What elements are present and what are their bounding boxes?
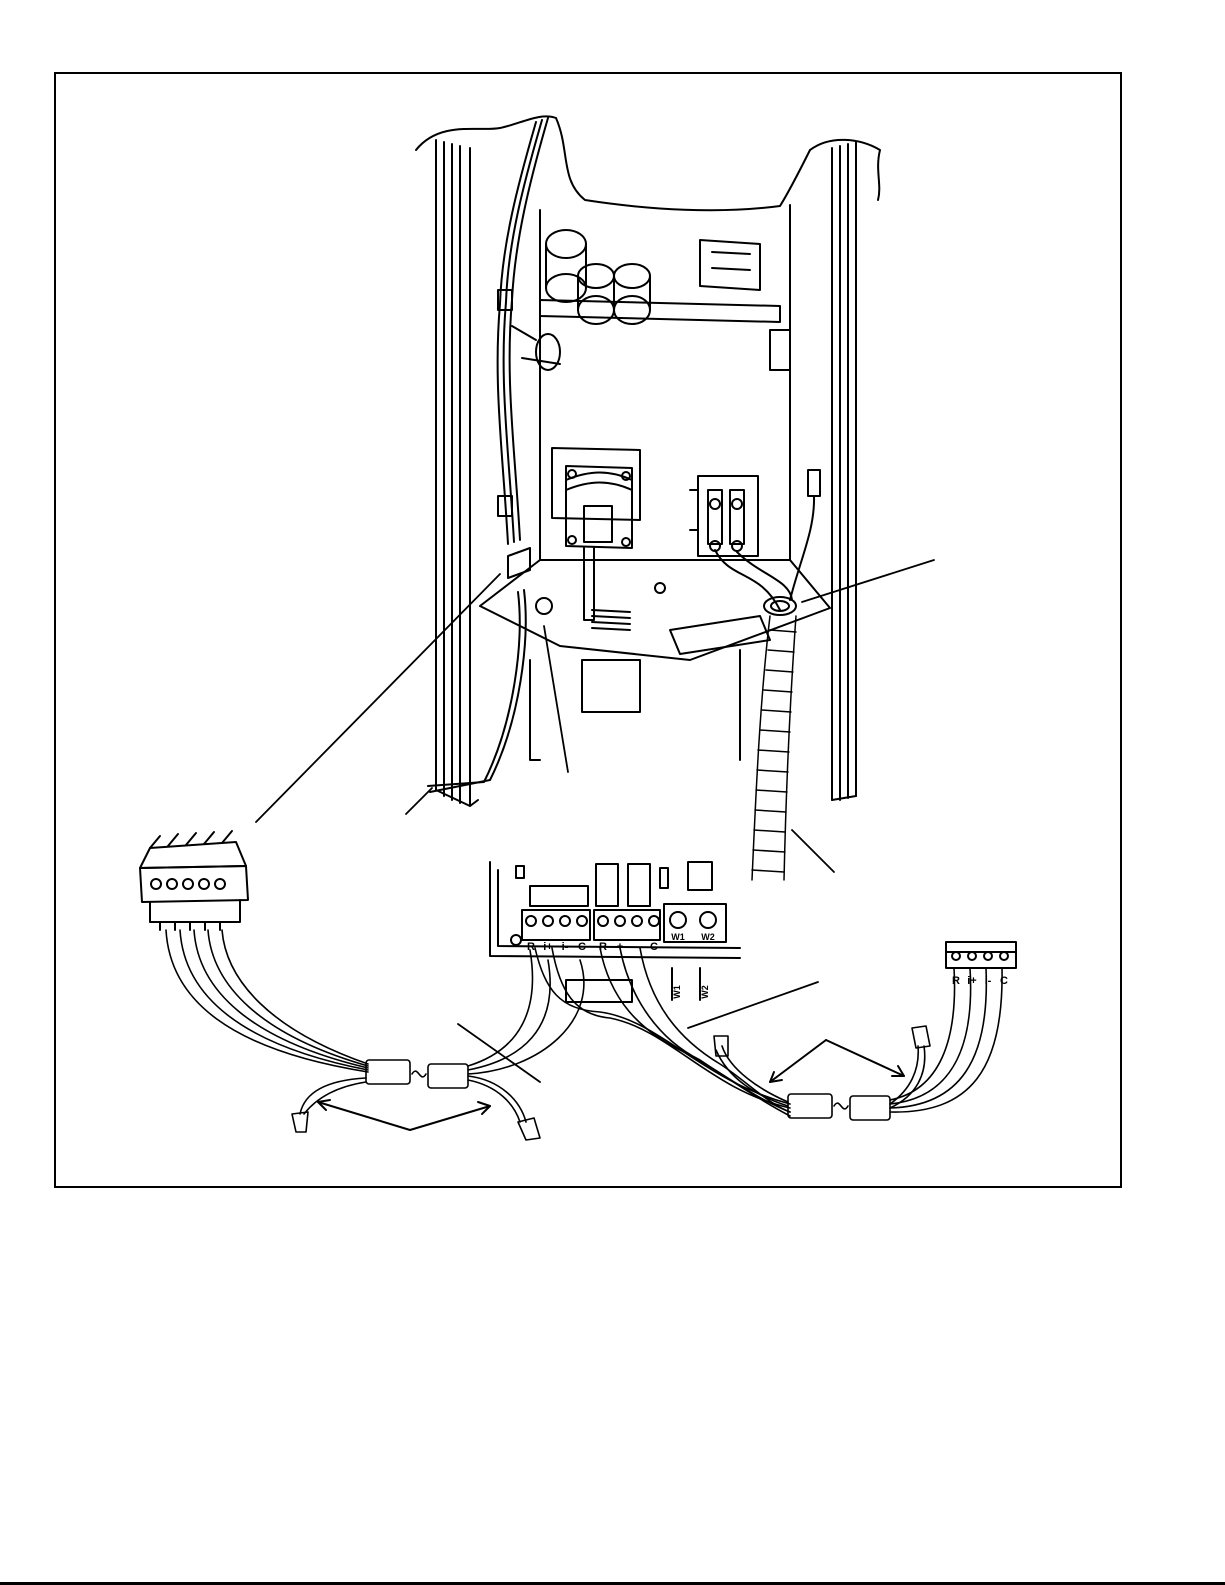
remote-terminal-r: R: [952, 975, 960, 987]
remote-terminal-block: [946, 942, 1016, 968]
board-terminal-i-minus: i-: [562, 941, 569, 953]
board-terminal-minus: -: [635, 941, 639, 953]
capacitor-assembly: [540, 230, 790, 370]
remote-terminal-c: C: [1000, 975, 1008, 987]
board-terminal-c2: C: [650, 941, 658, 953]
board-terminal-w1: W1: [671, 932, 685, 942]
low-voltage-cable: [428, 590, 526, 792]
left-harness: [166, 930, 584, 1140]
jumper-label-w1: W1: [672, 985, 682, 999]
jumper-label-w2: W2: [700, 985, 710, 999]
transformer: [552, 448, 640, 620]
left-plug-connector: [140, 831, 248, 930]
board-terminal-c: C: [578, 941, 586, 953]
board-terminal-w2: W2: [701, 932, 715, 942]
contactor: [690, 470, 820, 610]
board-terminal-plus: +: [617, 941, 623, 953]
left-cabinet-rail: [416, 116, 556, 806]
board-terminal-i-plus: i+: [543, 941, 552, 953]
right-arrows: [770, 1040, 904, 1082]
remote-terminal-i-plus: i+: [967, 975, 976, 987]
lower-enclosure: [530, 650, 740, 760]
remote-terminal-i-minus: i-: [985, 975, 992, 987]
board-terminal-r: R: [527, 941, 535, 953]
left-arrows: [318, 1100, 490, 1130]
board-terminal-r2: R: [599, 941, 607, 953]
flexible-conduit: [752, 616, 796, 880]
right-harness: [535, 948, 1002, 1120]
conduit-fitting: [512, 326, 560, 370]
